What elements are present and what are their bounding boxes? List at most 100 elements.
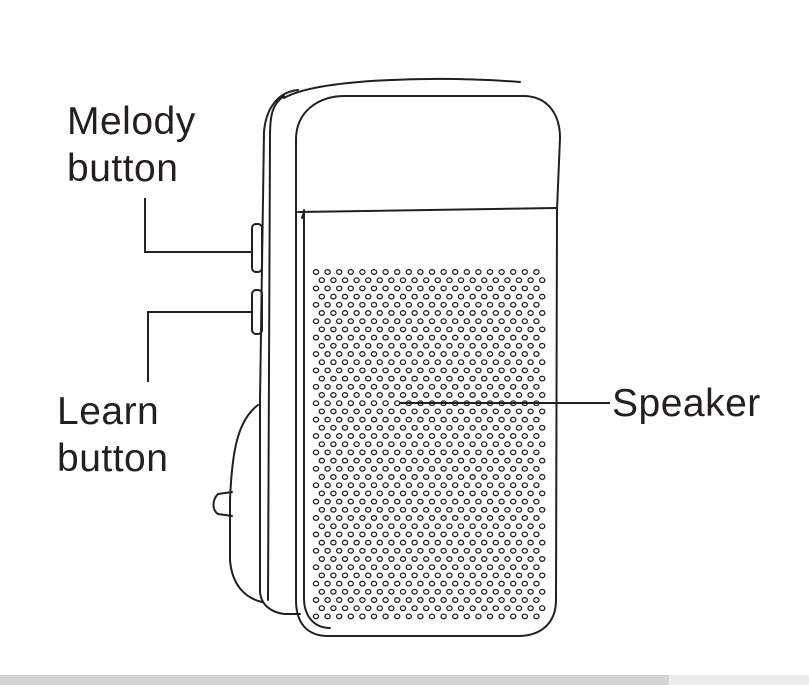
grille-hole [405,498,413,505]
grille-hole [440,383,447,390]
grille-hole [399,359,407,366]
grille-hole [446,556,453,562]
grille-hole [480,310,488,316]
grille-hole [411,490,418,497]
grille-hole [353,588,360,595]
grille-hole [486,547,494,554]
grille-hole [538,523,546,530]
grille-hole [312,547,320,554]
grille-hole [486,269,494,275]
grille-hole [434,408,442,415]
grille-hole [312,351,320,357]
grille-hole [463,547,471,554]
grille-hole [335,367,343,374]
top-cap-seam [297,207,557,213]
grille-hole [422,293,430,300]
grille-hole [393,498,401,505]
grille-hole [376,523,384,530]
grille-hole [440,531,447,538]
grille-hole [457,523,465,530]
melody-label-line1: Melody [67,100,196,143]
grille-hole [370,400,378,407]
grille-hole [451,547,459,554]
grille-hole [475,465,482,472]
grille-hole [318,408,326,415]
grille-hole [318,490,326,497]
grille-hole [318,359,326,366]
grille-hole [509,613,517,620]
grille-hole [422,605,430,612]
grille-hole [457,457,465,464]
grille-hole [446,523,453,530]
melody-label-line2: button [67,147,179,190]
grille-hole [475,318,482,325]
grille-hole [521,482,529,489]
grille-hole [382,318,389,325]
grille-hole [318,441,326,448]
grille-hole [359,367,366,374]
grille-hole [498,383,505,390]
grille-hole [393,531,401,538]
grille-hole [393,465,401,472]
grille-hole [480,474,488,480]
grille-hole [353,408,360,415]
grille-hole [347,564,355,571]
grille-hole [324,482,331,489]
grille-hole [504,490,511,497]
grille-hole [533,531,540,538]
grille-hole [469,310,476,316]
grille-hole [382,547,389,554]
grille-hole [434,572,442,579]
grille-hole [451,301,459,308]
grille-hole [382,383,389,390]
grille-hole [486,367,494,374]
grille-hole [388,605,395,612]
grille-hole [353,342,360,349]
grille-hole [318,556,326,562]
grille-hole [335,547,343,554]
grille-hole [515,310,523,316]
grille-hole [509,433,517,439]
grille-hole [451,416,459,423]
grille-hole [370,383,378,390]
grille-hole [382,482,389,489]
grille-hole [463,498,471,505]
grille-hole [463,301,471,308]
grille-hole [405,597,413,603]
grille-hole [364,310,372,316]
grille-hole [376,310,384,316]
grille-hole [393,449,401,456]
grille-hole [446,326,453,333]
grille-hole [341,490,349,497]
grille-hole [515,572,523,579]
grille-hole [347,383,355,390]
grille-hole [498,465,505,472]
grille-hole [417,515,424,521]
grille-hole [434,375,442,382]
grille-hole [515,342,523,349]
grille-hole [324,465,331,472]
grille-hole [486,515,494,521]
grille-hole [388,556,395,562]
grille-hole [335,465,343,472]
grille-hole [463,285,471,292]
grille-hole [359,531,366,538]
grille-hole [347,482,355,489]
grille-hole [428,334,436,341]
grille-hole [457,326,465,333]
grille-hole [475,482,482,489]
grille-hole [324,269,331,275]
grille-hole [376,539,384,546]
grille-hole [318,506,326,513]
grille-hole [324,285,331,292]
grille-hole [480,392,488,398]
grille-hole [370,465,378,472]
grille-hole [463,515,471,521]
grille-hole [428,482,436,489]
grille-hole [538,375,546,382]
grille-hole [434,588,442,595]
grille-hole [382,433,389,439]
grille-hole [469,457,476,464]
grille-hole [393,580,401,587]
grille-hole [364,375,372,382]
